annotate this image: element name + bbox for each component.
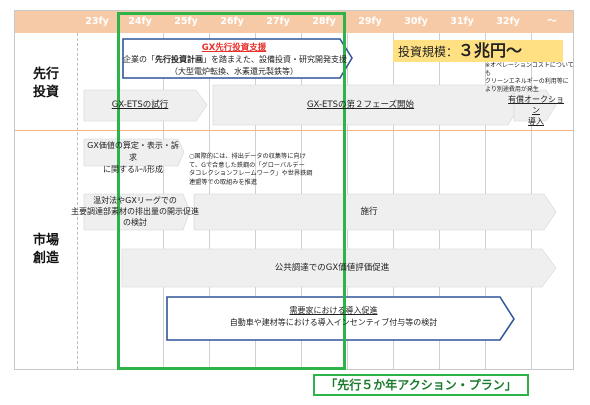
row-separator — [15, 130, 573, 131]
paid-auction-arrow — [513, 89, 557, 122]
year-header-4: 27fy — [266, 16, 290, 27]
upfront-support-label: GX先行投資支援 企業の「先行投資計画」を踏まえた、設備投資・研究開発支援 （大… — [123, 42, 347, 78]
upfront-support-arrow — [122, 38, 353, 79]
disclosure-label: 温対法やGXリーグでの主要調達部素材の排出量の開示促進の検討 — [71, 196, 199, 227]
international-note: ○国際的には、排出データの収集等に向け て、Gで合意した鉄鋼の「グローバルデー … — [189, 153, 313, 186]
demand-side-title: 需要家における導入促進 — [289, 306, 378, 315]
disclosure-box — [83, 193, 191, 231]
upfront-support-title: GX先行投資支援 — [201, 43, 267, 53]
upfront-support-line2: （大型電炉転換、水素還元製鉄等） — [170, 67, 298, 76]
year-header-10: 〜 — [547, 16, 557, 27]
year-header-0: 23fy — [85, 16, 109, 27]
year-header-8: 31fy — [450, 16, 474, 27]
enforcement-arrow — [193, 193, 557, 231]
year-header-2: 25fy — [174, 16, 198, 27]
public-procurement-arrow — [121, 248, 557, 288]
gx-value-rule-box — [83, 138, 185, 167]
gx-ets-phase2-label: GX-ETSの第２フェーズ開始 — [306, 100, 415, 110]
investment-scale-value: ３兆円〜 — [458, 41, 523, 60]
demand-side-arrow — [166, 296, 515, 341]
gx-ets-trial-label: GX-ETSの試行 — [111, 100, 169, 110]
year-header-9: 32fy — [496, 16, 520, 27]
year-header-bar — [15, 11, 573, 33]
demand-side-label: 需要家における導入促進 自動車や建材等における導入インセンティブ付与等の検討 — [167, 305, 500, 329]
year-header-7: 30fy — [404, 16, 428, 27]
action-plan-callout: 「先行５か年アクション・プラン」 — [313, 374, 529, 396]
year-header-1: 24fy — [128, 16, 152, 27]
action-plan-label: 「先行５か年アクション・プラン」 — [325, 378, 517, 392]
row-label-upfront-investment: 先行投資 — [32, 67, 59, 100]
demand-side-detail: 自動車や建材等における導入インセンティブ付与等の検討 — [229, 318, 438, 327]
enforcement-label: 施行 — [360, 207, 378, 217]
year-header-6: 29fy — [358, 16, 382, 27]
investment-scale-highlight — [393, 40, 563, 62]
label-column-divider — [77, 33, 78, 369]
year-header-5: 28fy — [312, 16, 336, 27]
year-header-3: 26fy — [220, 16, 244, 27]
row-label-market-creation: 市場創造 — [32, 233, 59, 266]
investment-scale-label: 投資規模： — [398, 45, 459, 59]
gx-value-rule-label: GX価値の算定・表示・訴求に関するﾙｰﾙ形成 — [87, 141, 179, 174]
gx-ets-trial-arrow — [83, 89, 208, 122]
five-year-highlight-frame — [117, 12, 346, 370]
investment-scale-note: ※オペレーションコストについても クリーンエネルギーの利用等に より別途費用が発… — [485, 62, 574, 93]
public-procurement-label: 公共調達でのGX価値評価促進 — [274, 263, 390, 273]
paid-auction-label: 有償オークション導入 — [508, 95, 564, 126]
investment-scale: 投資規模：３兆円〜 — [398, 42, 522, 61]
upfront-support-line1: 企業の「先行投資計画」を踏まえた、設備投資・研究開発支援 — [123, 55, 347, 64]
